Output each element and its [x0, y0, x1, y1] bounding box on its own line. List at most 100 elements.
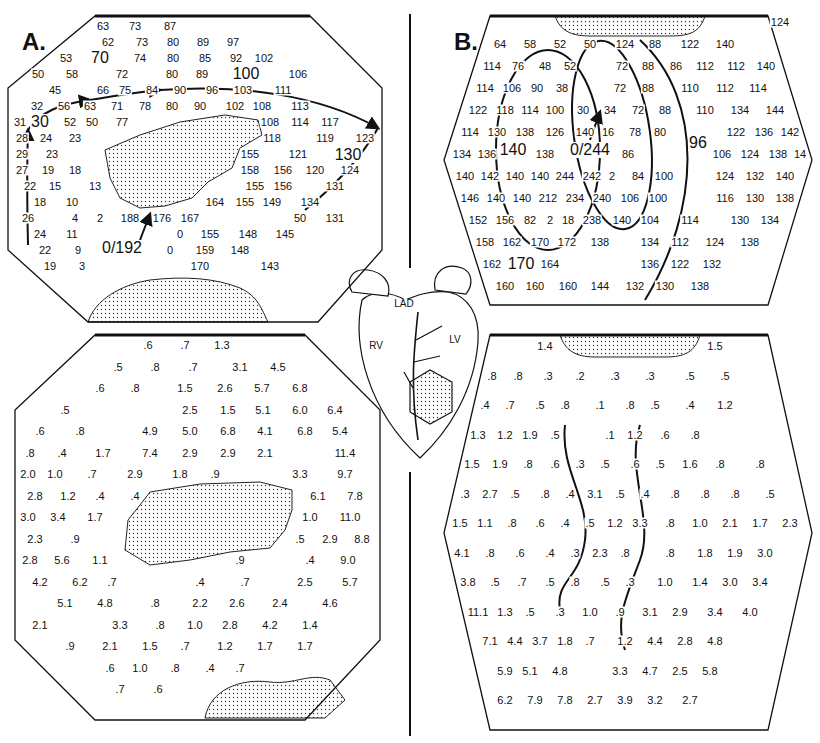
value-label: 124 — [715, 171, 735, 182]
value-label: 131 — [325, 181, 345, 192]
value-label: 86 — [621, 149, 635, 160]
value-label: .8 — [664, 518, 675, 529]
value-label: 1.7 — [296, 641, 313, 652]
part-label: LV — [448, 335, 462, 345]
value-label: 16 — [601, 127, 615, 138]
value-label: 140 — [505, 171, 525, 182]
value-label: 1.4 — [301, 619, 318, 630]
value-label: 9.7 — [336, 469, 353, 480]
value-label: 110 — [680, 83, 700, 94]
panel-letter: A. — [21, 30, 47, 54]
value-label: .5 — [719, 370, 730, 381]
value-label: 24 — [33, 229, 47, 240]
value-label: 87 — [163, 21, 177, 32]
value-label: 72 — [615, 61, 629, 72]
value-label: 5.8 — [701, 665, 718, 676]
value-label: .4 — [559, 518, 570, 529]
value-label: .8 — [714, 459, 725, 470]
value-label: 138 — [740, 237, 760, 248]
value-label: .7 — [584, 636, 595, 647]
value-label: 140 — [512, 193, 532, 204]
value-label: 32 — [30, 101, 44, 112]
heart-drawing — [349, 266, 478, 458]
value-label: 112 — [670, 237, 690, 248]
value-label: 8.8 — [353, 533, 370, 544]
value-label: 7.4 — [141, 447, 158, 458]
value-label: 100 — [654, 171, 674, 182]
value-label: .9 — [234, 555, 245, 566]
value-label: .8 — [754, 459, 765, 470]
value-label: 100 — [545, 105, 565, 116]
value-label: 114 — [290, 117, 310, 128]
value-label: .2 — [574, 370, 585, 381]
value-label: 155 — [200, 229, 220, 240]
value-label: .6 — [104, 662, 115, 673]
value-label: .8 — [484, 547, 495, 558]
value-label: 1.7 — [751, 518, 768, 529]
value-label: 1.2 — [59, 490, 76, 501]
value-label: 1.0 — [131, 662, 148, 673]
panel-border — [444, 16, 812, 305]
value-label: 23 — [68, 133, 82, 144]
value-label: 240 — [592, 193, 612, 204]
value-label: 2.3 — [26, 533, 43, 544]
value-label: .7 — [234, 662, 245, 673]
value-label: 1.6 — [681, 459, 698, 470]
value-label: .8 — [169, 662, 180, 673]
value-label: .5 — [764, 488, 775, 499]
value-label: 132 — [625, 281, 645, 292]
value-label: 5.0 — [181, 426, 198, 437]
value-label: 1.4 — [691, 577, 708, 588]
value-label: 2.5 — [671, 665, 688, 676]
value-label: 4.5 — [269, 361, 286, 372]
value-label: .5 — [649, 400, 660, 411]
value-label: 132 — [745, 171, 765, 182]
value-label: 238 — [582, 215, 602, 226]
value-label: .6 — [514, 547, 525, 558]
dotted-regions — [88, 16, 705, 718]
value-label: 1.2 — [716, 400, 733, 411]
value-label: 30 — [30, 114, 50, 130]
value-label: 3.0 — [756, 547, 773, 558]
panel-border — [15, 335, 380, 720]
value-label: .8 — [522, 459, 533, 470]
value-label: 31 — [13, 117, 27, 128]
value-label: 138 — [535, 149, 555, 160]
value-label: 155 — [235, 197, 255, 208]
value-label: 110 — [695, 105, 715, 116]
value-label: 123 — [355, 133, 375, 144]
value-label: .5 — [509, 488, 520, 499]
value-label: 2.6 — [216, 383, 233, 394]
value-label: 158 — [240, 165, 260, 176]
value-label: 122 — [468, 105, 488, 116]
value-label: 88 — [648, 39, 662, 50]
value-label: 131 — [325, 213, 345, 224]
part-label: RV — [368, 341, 384, 351]
value-label: 159 — [195, 245, 215, 256]
value-label: .9 — [209, 469, 220, 480]
value-label: 11.1 — [467, 606, 490, 617]
value-label: .4 — [544, 547, 555, 558]
value-label: 3.1 — [586, 488, 603, 499]
value-label: .8 — [669, 488, 680, 499]
value-label: .7 — [516, 577, 527, 588]
value-label: 122 — [680, 39, 700, 50]
value-label: 52 — [553, 39, 567, 50]
value-label: 162 — [502, 237, 522, 248]
value-label: 2.9 — [321, 533, 338, 544]
value-label: .3 — [459, 488, 470, 499]
value-label: 80 — [165, 69, 179, 80]
value-label: 140 — [612, 215, 632, 226]
value-label: 4.8 — [551, 665, 568, 676]
value-label: 3.8 — [459, 577, 476, 588]
value-label: 149 — [262, 197, 282, 208]
value-label: 1.0 — [46, 469, 63, 480]
value-label: 96 — [205, 85, 219, 96]
value-label: 134 — [640, 237, 660, 248]
value-label: 6.2 — [71, 576, 88, 587]
value-label: .5 — [294, 533, 305, 544]
value-label: 1.1 — [91, 555, 108, 566]
value-label: .8 — [506, 518, 517, 529]
value-label: 5.6 — [53, 555, 70, 566]
value-label: 2 — [608, 171, 616, 182]
